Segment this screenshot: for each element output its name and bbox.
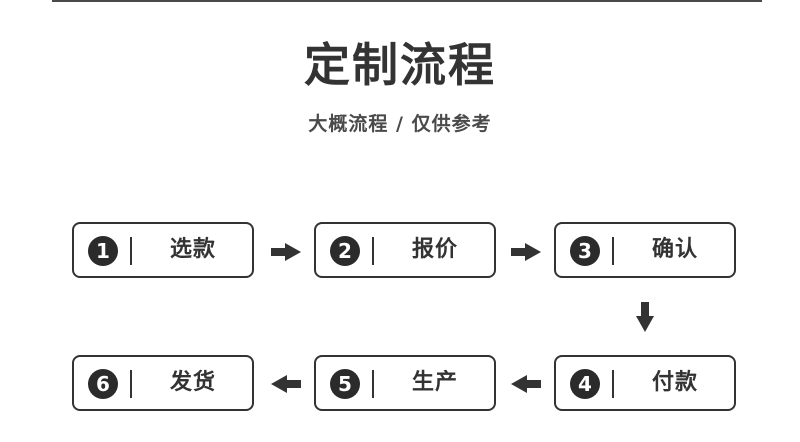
arrow-left-icon	[271, 375, 301, 393]
step-5-production[interactable]: 5 生产	[314, 355, 496, 411]
step-number-badge: 3	[570, 236, 600, 266]
step-1-select-style[interactable]: 1 选款	[72, 222, 254, 278]
step-number-badge: 5	[330, 369, 360, 399]
step-label: 选款	[169, 237, 216, 262]
step-number-badge: 2	[330, 236, 360, 266]
step-number-badge: 6	[88, 369, 118, 399]
step-label: 发货	[169, 370, 216, 395]
step-divider	[612, 237, 614, 265]
step-label: 生产	[411, 370, 458, 395]
step-number-badge: 4	[570, 369, 600, 399]
page-subtitle: 大概流程 / 仅供参考	[308, 113, 492, 135]
arrow-right-icon	[511, 243, 541, 261]
step-divider	[130, 370, 132, 398]
step-label: 确认	[651, 237, 698, 262]
arrow-down-icon	[636, 302, 654, 332]
arrow-right-icon	[271, 243, 301, 261]
step-label: 报价	[411, 237, 458, 262]
step-4-payment[interactable]: 4 付款	[554, 355, 736, 411]
step-divider	[372, 237, 374, 265]
step-divider	[372, 370, 374, 398]
step-2-quote[interactable]: 2 报价	[314, 222, 496, 278]
arrow-left-icon	[511, 375, 541, 393]
step-3-confirm[interactable]: 3 确认	[554, 222, 736, 278]
step-6-ship[interactable]: 6 发货	[72, 355, 254, 411]
step-number-badge: 1	[88, 236, 118, 266]
step-label: 付款	[651, 370, 698, 395]
step-divider	[612, 370, 614, 398]
page-title: 定制流程	[304, 38, 496, 92]
top-divider	[52, 0, 762, 2]
step-divider	[130, 237, 132, 265]
